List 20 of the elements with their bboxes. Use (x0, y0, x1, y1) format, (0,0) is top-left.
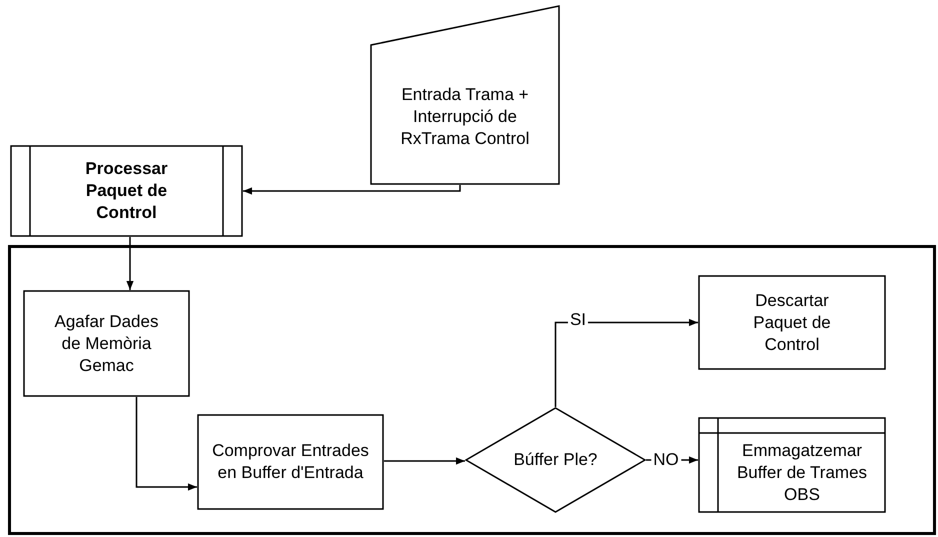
node-label: Entrada Trama + Interrupció de RxTrama Control (400, 84, 530, 150)
arrow (136, 397, 197, 491)
manual-input-shape (370, 5, 560, 185)
arrow (243, 185, 461, 195)
node-label: Processar Paquet de Control (84, 158, 169, 224)
decision-diamond (465, 407, 646, 513)
process-box (698, 275, 886, 370)
arrow (384, 457, 465, 465)
node-label: Descartar Paquet de Control (752, 290, 832, 356)
node-label: Agafar Dades de Memòria Gemac (54, 310, 160, 376)
process-box (23, 290, 190, 397)
node-label: Emmagatzemar Buffer de Trames OBS (736, 440, 868, 506)
container-frame (8, 245, 936, 535)
arrow (554, 318, 698, 407)
storage-box (698, 417, 886, 513)
subprocess-box (10, 145, 243, 237)
node-label: Búffer Ple? (514, 449, 598, 471)
process-box (197, 414, 384, 510)
arrow (126, 237, 134, 290)
node-label: Comprovar Entrades en Buffer d'Entrada (211, 440, 370, 484)
